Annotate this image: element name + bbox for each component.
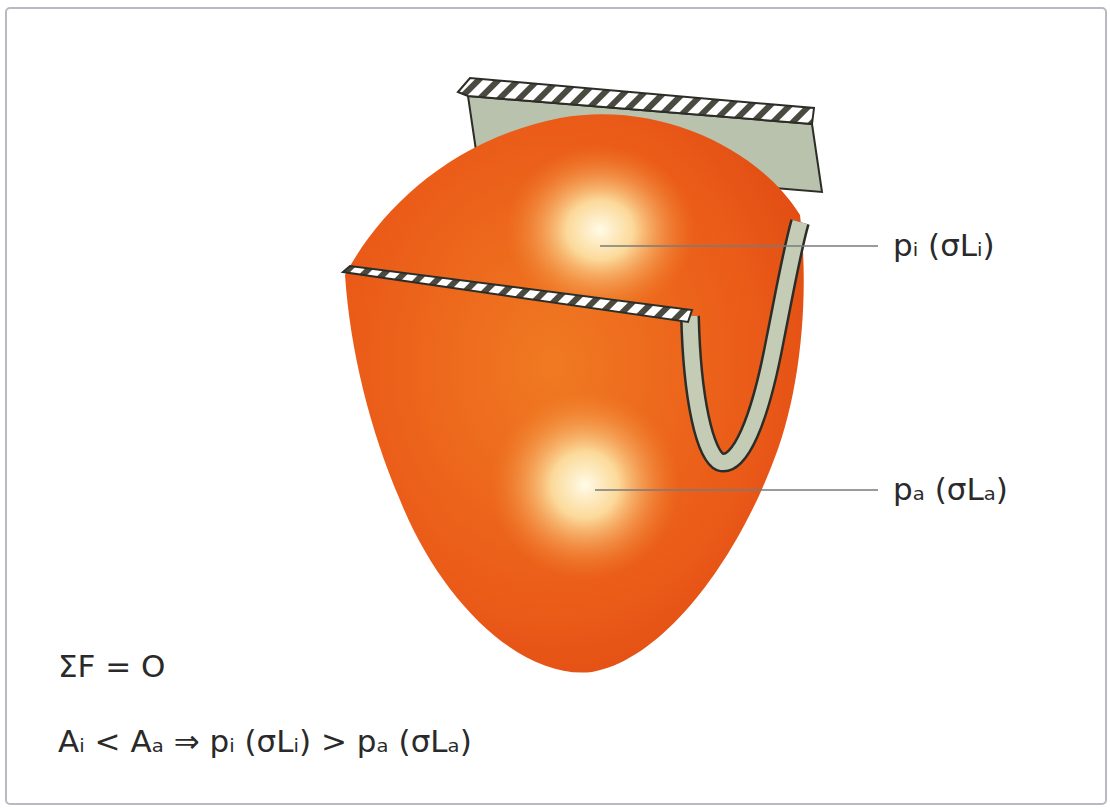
leader-line <box>600 245 878 247</box>
highlight <box>490 390 680 580</box>
equation: Aᵢ < Aₐ ⇒ pᵢ (σLᵢ) > pₐ (σLₐ) <box>58 723 472 760</box>
pressure-label: pᵢ (σLᵢ) <box>893 227 995 264</box>
heart-shape <box>345 114 804 672</box>
pressure-label: pₐ (σLₐ) <box>893 471 1008 508</box>
frame <box>6 8 1106 804</box>
septum-outline <box>690 222 800 463</box>
section-hatch <box>343 266 692 322</box>
septum-section <box>690 222 800 463</box>
equation: ΣF = O <box>58 648 166 685</box>
leader-line <box>595 489 878 491</box>
